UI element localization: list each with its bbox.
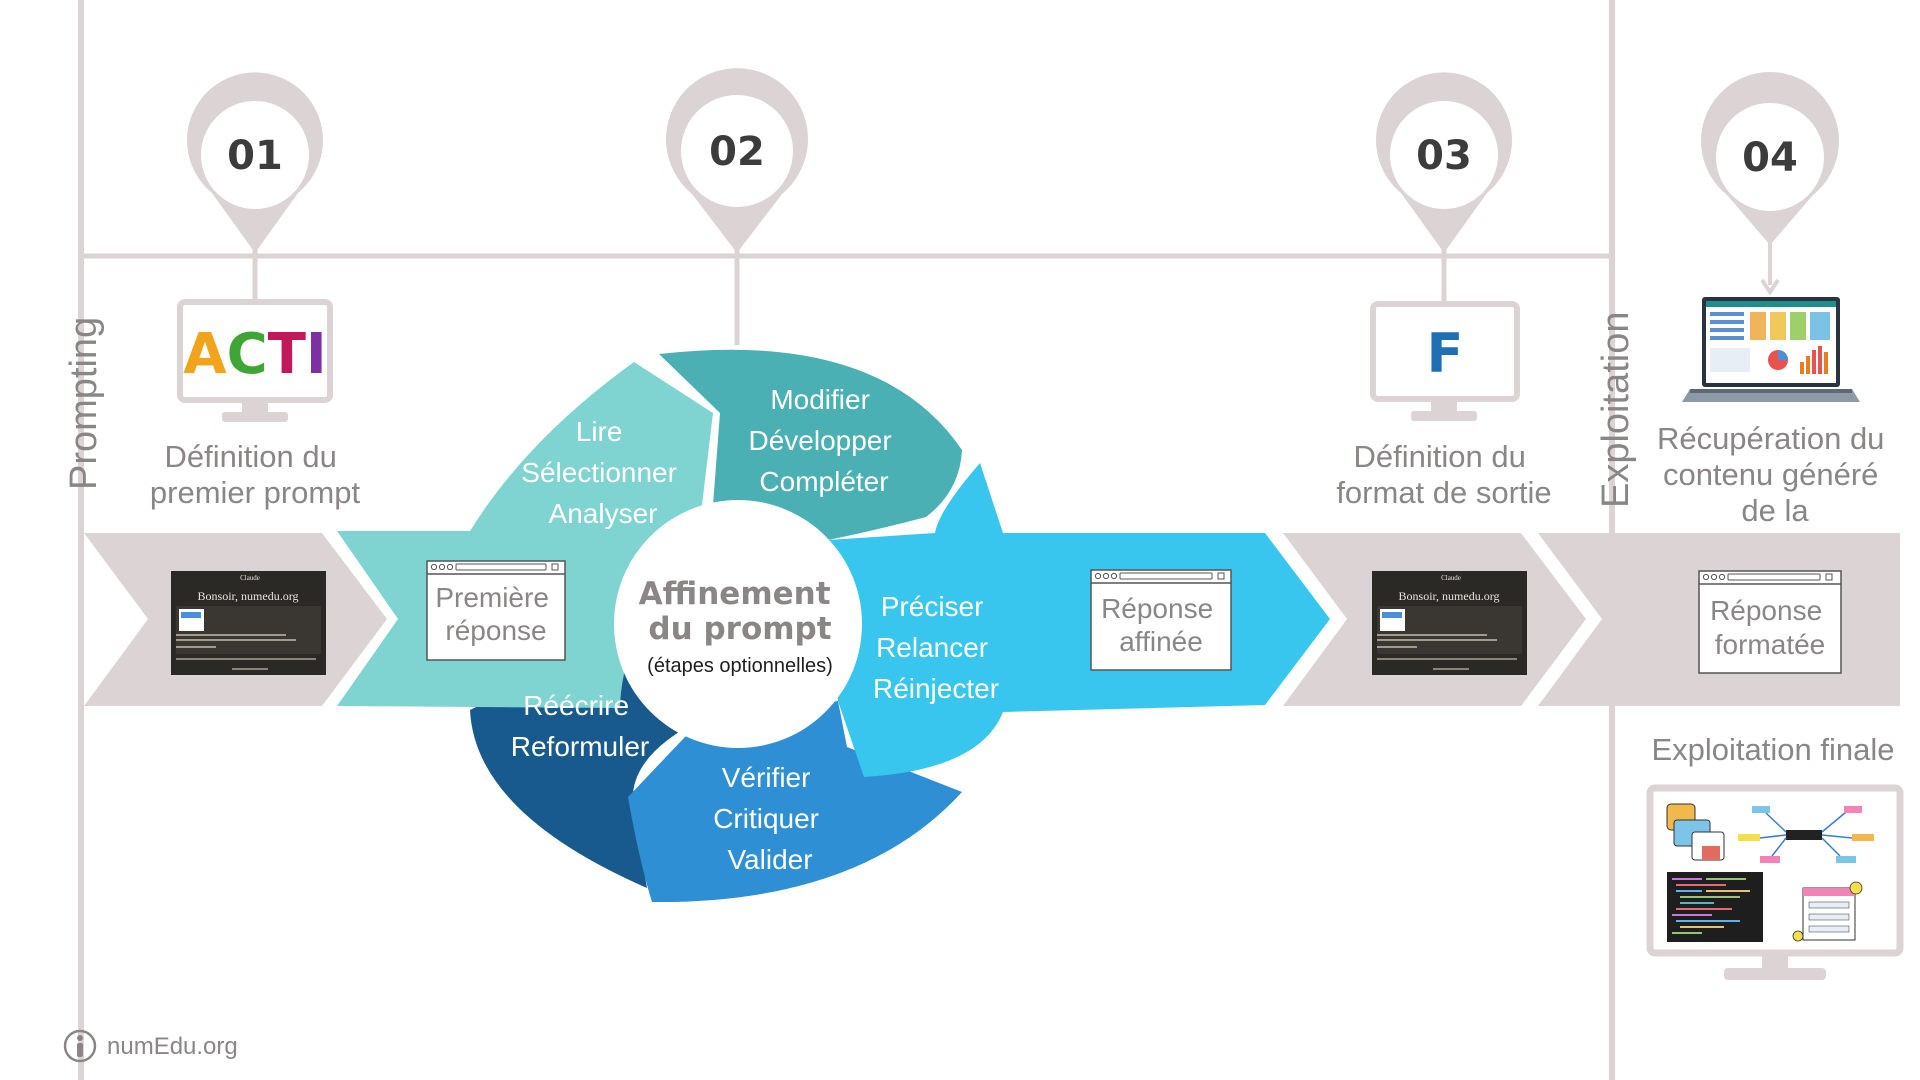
footer-brand: numEdu.org	[107, 1033, 238, 1060]
lane-label-exploitation: Exploitation	[1595, 312, 1637, 508]
step-01-caption: Définition du premier prompt	[150, 439, 361, 510]
step-number: 03	[1416, 133, 1472, 179]
window-reponse-affinee: Réponse affinée	[1090, 569, 1232, 671]
cycle-segment-modifier-shape	[659, 349, 962, 540]
claude-screenshot-thumbnail: Claude Bonsoir, numedu.org	[1372, 571, 1527, 675]
claude-brand: Claude	[1441, 574, 1461, 582]
timeline-lines	[78, 0, 1780, 1080]
step-pin-04: 04	[1701, 72, 1839, 246]
window-label: Première réponse	[435, 582, 556, 646]
cycle-center	[614, 500, 862, 748]
claude-greeting: Bonsoir, numedu.org	[198, 589, 299, 603]
quiz-form-icon	[1792, 881, 1863, 942]
cycle-segment-preciser-shape	[828, 463, 1330, 777]
cycle-segment-verifier-label: Vérifier Critiquer Valider	[713, 762, 827, 875]
acti-monitor-icon: ACTI	[177, 299, 333, 422]
acti-letter-i: I	[306, 322, 327, 387]
mind-map-icon	[1738, 806, 1874, 863]
final-exploitation-title: Exploitation finale	[1652, 732, 1895, 767]
svg-text:ACTI: ACTI	[183, 322, 327, 387]
cycle-segment-reecrire-label: Réécrire Reformuler	[511, 690, 649, 762]
translation-icon	[1666, 803, 1725, 861]
window-label: Réponse formatée	[1710, 595, 1830, 660]
claude-screenshot-thumbnail: Claude Bonsoir, numedu.org	[171, 571, 326, 675]
acti-letter-a: A	[183, 322, 227, 387]
format-monitor-icon: F	[1370, 301, 1520, 421]
step-number: 01	[227, 133, 283, 179]
claude-brand: Claude	[240, 574, 260, 582]
cycle-segment-preciser-label: Préciser Relancer Réinjecter	[873, 591, 999, 704]
cycle-segment-lire-label: Lire Sélectionner Analyser	[521, 416, 684, 529]
lane-label-prompting: Prompting	[63, 317, 105, 490]
window-reponse-formatee: Réponse formatée	[1698, 570, 1842, 674]
step-number: 02	[709, 129, 765, 175]
step-03-caption: Définition du format de sortie	[1336, 439, 1551, 510]
step-pin-02: 02	[665, 68, 808, 253]
cycle-segment-modifier-label: Modifier Développer Compléter	[749, 384, 900, 497]
cycle-center-subtitle: (étapes optionnelles)	[647, 655, 833, 677]
step-pin-03: 03	[1376, 72, 1512, 253]
format-letter: F	[1427, 322, 1464, 385]
final-exploitation-monitor-icon	[1646, 784, 1904, 980]
step-pin-01: 01	[187, 72, 323, 253]
cycle-center-title: Affinement du prompt	[639, 576, 842, 647]
step-number: 04	[1742, 135, 1798, 181]
code-editor-icon	[1667, 872, 1763, 942]
footer-logo: numEdu.org	[63, 1029, 238, 1063]
window-premiere-reponse: Première réponse	[426, 560, 566, 661]
laptop-dashboard-icon	[1682, 297, 1860, 402]
acti-letter-t: T	[268, 322, 306, 387]
cycle-segment-verifier-shape	[628, 701, 962, 903]
claude-greeting: Bonsoir, numedu.org	[1399, 589, 1500, 603]
refinement-cycle: Affinement du prompt (étapes optionnelle…	[337, 349, 1330, 903]
window-label: Réponse affinée	[1101, 593, 1221, 657]
acti-letter-c: C	[227, 322, 268, 387]
person-icon	[63, 1029, 97, 1063]
step-04-caption: Récupération du contenu généré de la	[1657, 421, 1893, 528]
